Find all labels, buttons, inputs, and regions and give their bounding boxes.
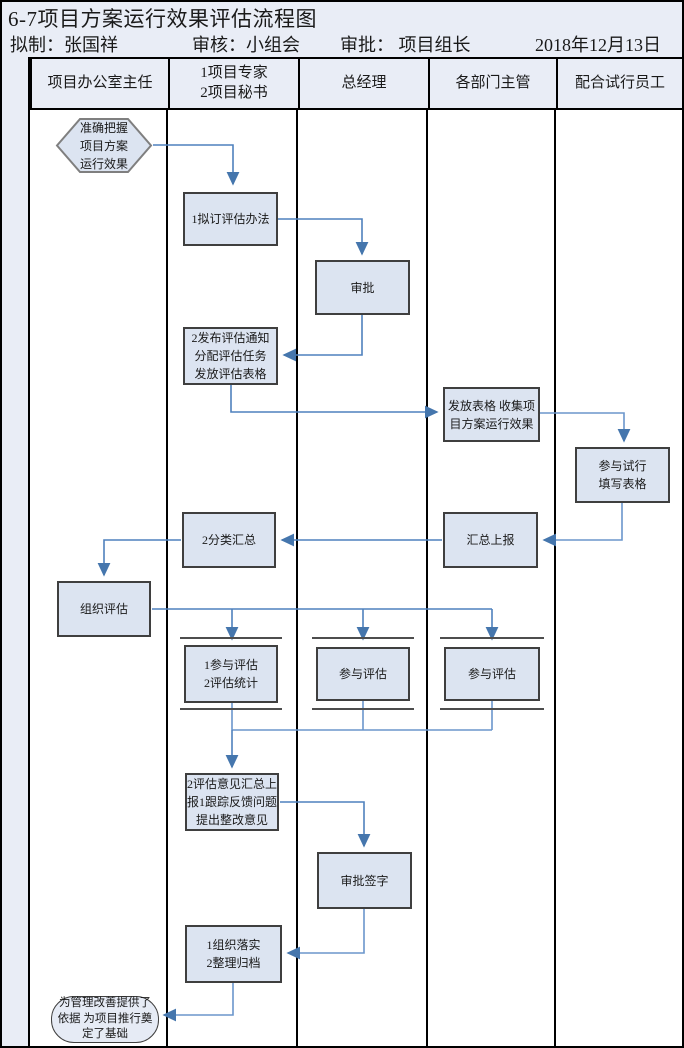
- start-label: 准确把握 项目方案 运行效果: [79, 120, 128, 171]
- lane-divider-4: [554, 110, 556, 1046]
- node-publish-notice: 2发布评估通知 分配评估任务 发放评估表格: [183, 327, 278, 385]
- page-title: 6-7项目方案运行效果评估流程图: [8, 7, 317, 31]
- node-participate-expert: 1参与评估 2评估统计: [184, 645, 278, 703]
- node-approve: 审批: [315, 260, 410, 315]
- meta-reviewer: 审核：小组会: [192, 35, 300, 55]
- node-summarize-opinions: 2评估意见汇总上 报1跟踪反馈问题 提出整改意见: [185, 773, 279, 831]
- node-participate-gm: 参与评估: [316, 647, 410, 701]
- lane-divider-2: [296, 110, 298, 1046]
- header-cell-office-director: 项目办公室主任: [30, 59, 168, 108]
- meta-date: 2018年12月13日: [535, 35, 661, 55]
- node-distribute-forms: 发放表格 收集项 目方案运行效果: [443, 387, 540, 442]
- header-cell-expert-secretary: 1项目专家 2项目秘书: [168, 59, 298, 108]
- lane-divider-1: [166, 110, 168, 1046]
- node-participate-dept: 参与评估: [444, 647, 540, 701]
- left-margin-strip: [2, 57, 30, 1046]
- node-fill-forms: 参与试行 填写表格: [575, 447, 670, 503]
- start-hexagon: 准确把握 项目方案 运行效果: [55, 117, 153, 174]
- meta-approver: 审批： 项目组长: [340, 35, 471, 55]
- header-cell-general-manager: 总经理: [298, 59, 428, 108]
- node-approve-sign: 审批签字: [317, 852, 412, 909]
- end-terminator: 为管理改善提供了 依据 为项目推行奠 定了基础: [51, 996, 159, 1043]
- node-report-up: 汇总上报: [443, 512, 538, 568]
- hexagon-shape-icon: [55, 118, 153, 173]
- header-cell-trial-staff: 配合试行员工: [556, 59, 682, 108]
- meta-drafter: 拟制：张国祥: [10, 35, 118, 55]
- node-classify-summary: 2分类汇总: [182, 512, 276, 568]
- lane-divider-3: [426, 110, 428, 1046]
- title-block: 6-7项目方案运行效果评估流程图 拟制：张国祥 审核：小组会 审批： 项目组长 …: [2, 2, 682, 57]
- node-draft-method: 1拟订评估办法: [183, 192, 278, 246]
- swimlane-header-row: 项目办公室主任 1项目专家 2项目秘书 总经理 各部门主管 配合试行员工: [2, 57, 682, 110]
- node-implement-archive: 1组织落实 2整理归档: [185, 925, 282, 983]
- header-cell-dept-supervisors: 各部门主管: [428, 59, 556, 108]
- node-organize-eval: 组织评估: [57, 581, 151, 637]
